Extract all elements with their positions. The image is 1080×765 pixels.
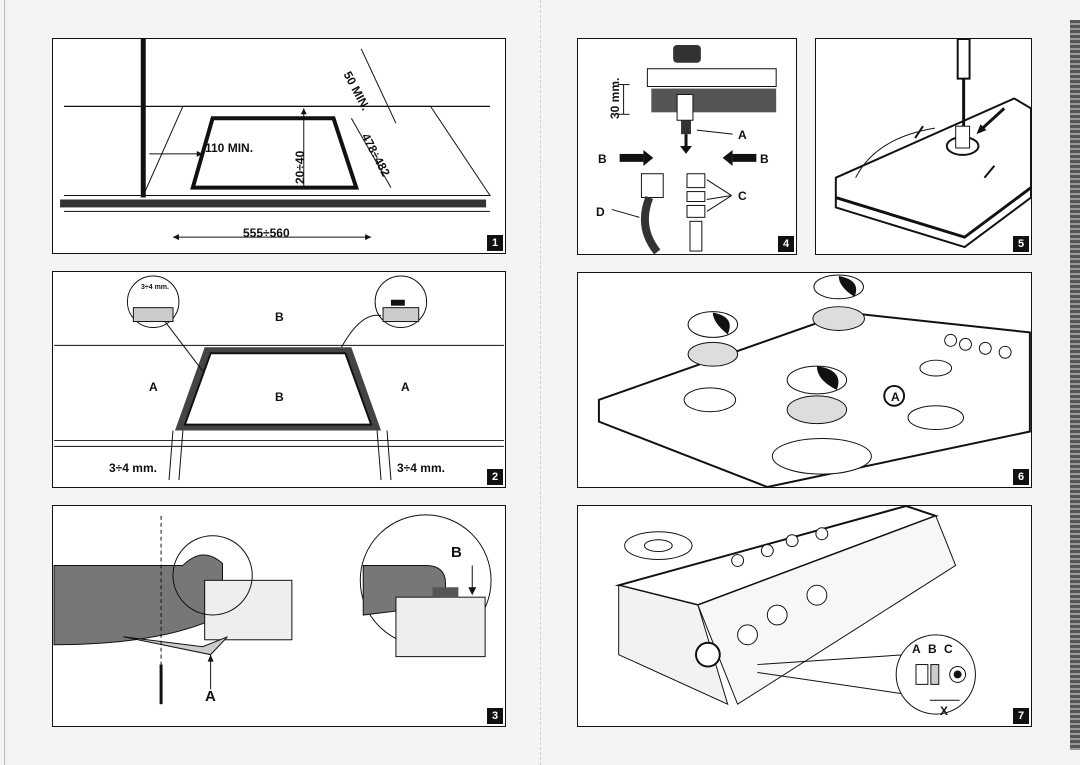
figure-4-drawing [611, 44, 777, 254]
inset-gap-label: 3÷4 mm. [141, 284, 169, 291]
label-D: D [596, 205, 605, 219]
label-A: A [205, 688, 216, 705]
figure-number: 3 [487, 708, 503, 724]
min-front-label: 110 MIN. [205, 141, 254, 155]
figure-7-drawing [614, 506, 976, 715]
label-B-left: B [598, 152, 607, 166]
figure-number: 6 [1013, 469, 1029, 485]
gap-left-label: 3÷4 mm. [109, 461, 157, 475]
figure-2-seal-placement: 3÷4 mm. B B A A 3÷4 mm. 3÷4 mm. 2 [52, 271, 506, 488]
figure-1-drawing [60, 39, 491, 241]
figure-4-gas-connection: 30 mm. A B B C D 4 [577, 38, 797, 255]
figure-3-bracket-fixing: A B 3 [52, 505, 506, 727]
figure-6-drawing [597, 274, 1031, 487]
width-range-label: 555÷560 [243, 226, 290, 240]
label-B: B [928, 642, 937, 656]
label-C: C [944, 642, 953, 656]
fold-line [540, 0, 542, 765]
figure-3-drawing [53, 514, 492, 705]
label-A-left: A [149, 380, 158, 394]
gap-right-label: 3÷4 mm. [397, 461, 445, 475]
scan-edge [1070, 20, 1080, 750]
figure-5-drawing [834, 39, 1031, 249]
label-A: A [738, 128, 747, 142]
depth-label: 20÷40 [293, 150, 307, 184]
label-B-center: B [275, 390, 284, 404]
figure-number: 7 [1013, 708, 1029, 724]
figure-number: 1 [487, 235, 503, 251]
height-label: 30 mm. [608, 77, 622, 119]
figure-5-screw-adjustment: 5 [815, 38, 1032, 255]
figure-2-drawing [54, 275, 504, 481]
label-C: C [738, 189, 747, 203]
label-B-top: B [275, 310, 284, 324]
label-B: B [451, 544, 462, 561]
figure-number: 5 [1013, 236, 1029, 252]
label-A-right: A [401, 380, 410, 394]
label-A: A [891, 390, 900, 404]
figure-6-hob-assembly: A 6 [577, 272, 1032, 488]
figure-1-cutout-dimensions: 110 MIN. 20÷40 555÷560 50 MIN. 478÷482 1 [52, 38, 506, 254]
label-X: X [940, 704, 949, 718]
page-edge-line [4, 0, 5, 765]
figure-number: 4 [778, 236, 794, 252]
figure-number: 2 [487, 469, 503, 485]
label-A: A [912, 642, 921, 656]
figure-7-underside-controls: A B C X 7 [577, 505, 1032, 727]
label-B-right: B [760, 152, 769, 166]
